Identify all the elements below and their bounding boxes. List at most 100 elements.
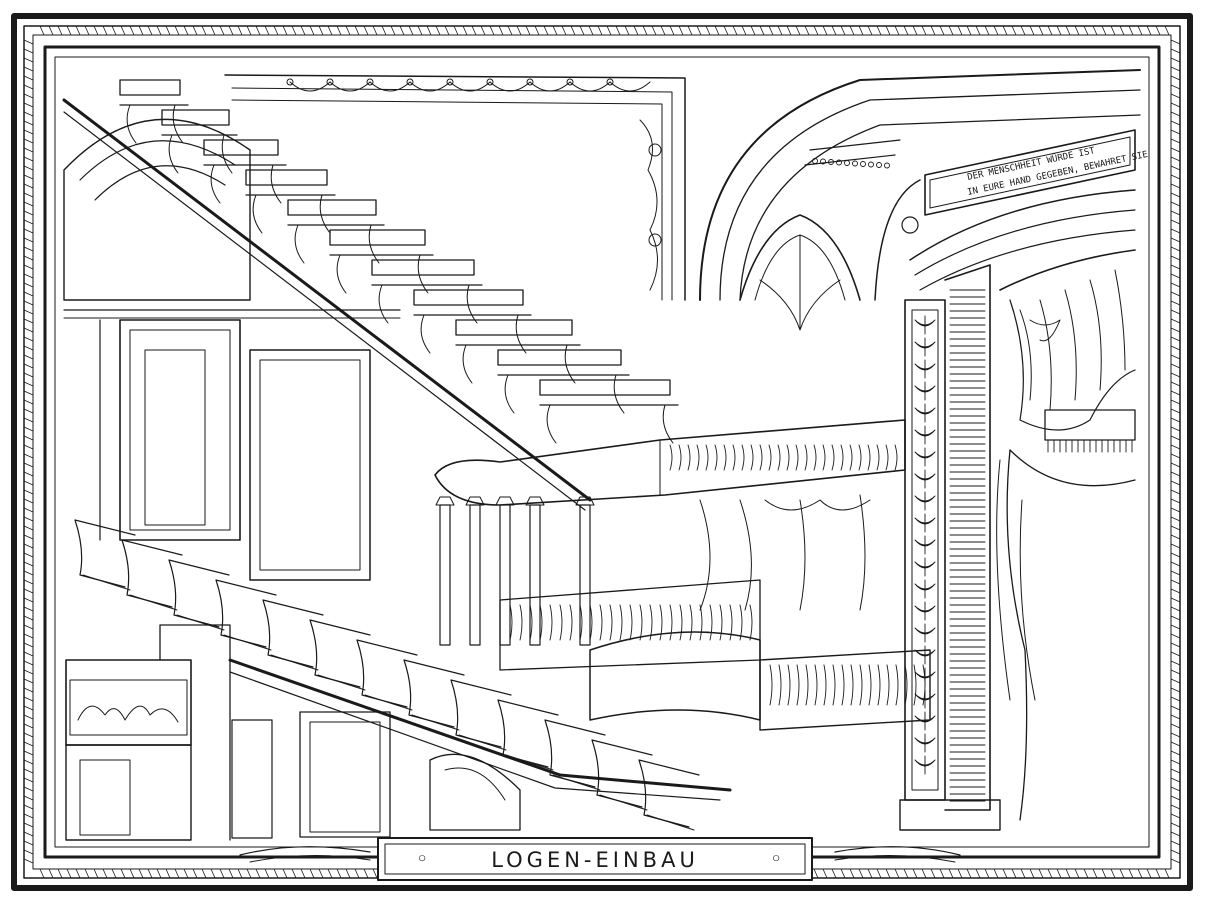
central-box xyxy=(434,419,931,731)
frame-hatch xyxy=(23,687,34,693)
frame-hatch xyxy=(23,588,34,594)
frame-hatch xyxy=(23,705,34,711)
frame-hatch xyxy=(957,25,963,36)
frame-hatch xyxy=(1170,48,1181,54)
frame-hatch xyxy=(1170,822,1181,828)
frame-hatch xyxy=(786,25,792,36)
frame-hatch xyxy=(912,868,918,879)
frame-hatch xyxy=(23,408,34,414)
baluster xyxy=(796,664,800,706)
gallery-seat xyxy=(245,169,336,196)
baluster xyxy=(769,664,773,706)
frame-hatch xyxy=(23,327,34,333)
frame-hatch xyxy=(1170,678,1181,684)
frame-hatch xyxy=(948,868,954,879)
proscenium-arch xyxy=(699,69,1141,331)
frame-hatch xyxy=(174,25,180,36)
baluster xyxy=(732,444,736,471)
lower-seat xyxy=(591,739,653,808)
frame-hatch xyxy=(23,615,34,621)
frame-hatch xyxy=(23,525,34,531)
frame-hatch xyxy=(23,201,34,207)
frame-hatch xyxy=(1170,795,1181,801)
frame-hatch xyxy=(435,25,441,36)
frame-hatch xyxy=(129,868,135,879)
gallery-seat xyxy=(119,79,189,106)
frame-hatch xyxy=(1170,777,1181,783)
seat-bracket xyxy=(462,344,576,384)
frame-hatch xyxy=(984,868,990,879)
frame-hatch xyxy=(1170,282,1181,288)
baluster xyxy=(805,664,809,706)
frame-hatch xyxy=(1110,25,1116,36)
frame-hatch xyxy=(1170,138,1181,144)
dentil xyxy=(812,158,818,164)
frame-hatch xyxy=(552,25,558,36)
lower-seat xyxy=(356,639,418,708)
baluster xyxy=(629,604,633,641)
frame-hatch xyxy=(885,25,891,36)
gallery-seat xyxy=(371,259,483,286)
frame-hatch xyxy=(876,25,882,36)
frame-hatch xyxy=(462,25,468,36)
seat-bracket xyxy=(504,374,625,414)
frame-hatch xyxy=(23,345,34,351)
frame-hatch xyxy=(147,25,153,36)
frame-hatch xyxy=(183,868,189,879)
frame-hatch xyxy=(228,25,234,36)
frame-hatch xyxy=(1170,705,1181,711)
baluster xyxy=(778,664,782,706)
frame-hatch xyxy=(1170,192,1181,198)
frame-hatch xyxy=(23,471,34,477)
swag-rosette xyxy=(526,78,534,86)
baluster xyxy=(529,604,533,641)
frame-hatch xyxy=(165,25,171,36)
frame-hatch xyxy=(23,417,34,423)
frame-hatch xyxy=(23,165,34,171)
frame-hatch xyxy=(1011,868,1017,879)
baluster xyxy=(687,444,691,471)
frame-hatch xyxy=(300,868,306,879)
frame-hatch xyxy=(1155,868,1161,879)
frame-hatch xyxy=(858,868,864,879)
frame-hatch xyxy=(48,25,54,36)
frame-hatch xyxy=(768,25,774,36)
baluster xyxy=(913,664,917,706)
swag-ornament xyxy=(609,81,651,92)
frame-hatch xyxy=(93,25,99,36)
baluster xyxy=(786,444,790,471)
frame-hatch xyxy=(237,868,243,879)
frame-hatch xyxy=(840,868,846,879)
leaf-ornament xyxy=(914,645,936,665)
frame-hatch xyxy=(23,309,34,315)
frame-hatch xyxy=(23,813,34,819)
frame-hatch xyxy=(714,25,720,36)
frame-hatch xyxy=(912,25,918,36)
baluster xyxy=(849,444,853,471)
ceiling-frieze xyxy=(224,74,686,301)
frame-hatch xyxy=(138,25,144,36)
frame-hatch xyxy=(48,868,54,879)
frame-hatch xyxy=(23,822,34,828)
baluster xyxy=(659,604,663,641)
swag-rosette xyxy=(406,78,414,86)
frame-hatch xyxy=(1170,354,1181,360)
frame-hatch xyxy=(66,868,72,879)
frame-hatch xyxy=(183,25,189,36)
gallery-seat xyxy=(413,289,532,316)
baluster xyxy=(768,444,772,471)
frame-hatch xyxy=(1170,768,1181,774)
leaf-ornament xyxy=(914,337,936,357)
frame-hatch xyxy=(1170,174,1181,180)
frame-hatch xyxy=(1038,25,1044,36)
baluster xyxy=(669,444,673,471)
frame-hatch xyxy=(804,25,810,36)
frame-hatch xyxy=(23,804,34,810)
frame-hatch xyxy=(1170,525,1181,531)
frame-hatch xyxy=(1170,120,1181,126)
frame-hatch xyxy=(1029,868,1035,879)
swag-ornament xyxy=(569,81,611,92)
frame-hatch xyxy=(642,25,648,36)
frame-hatch xyxy=(23,237,34,243)
